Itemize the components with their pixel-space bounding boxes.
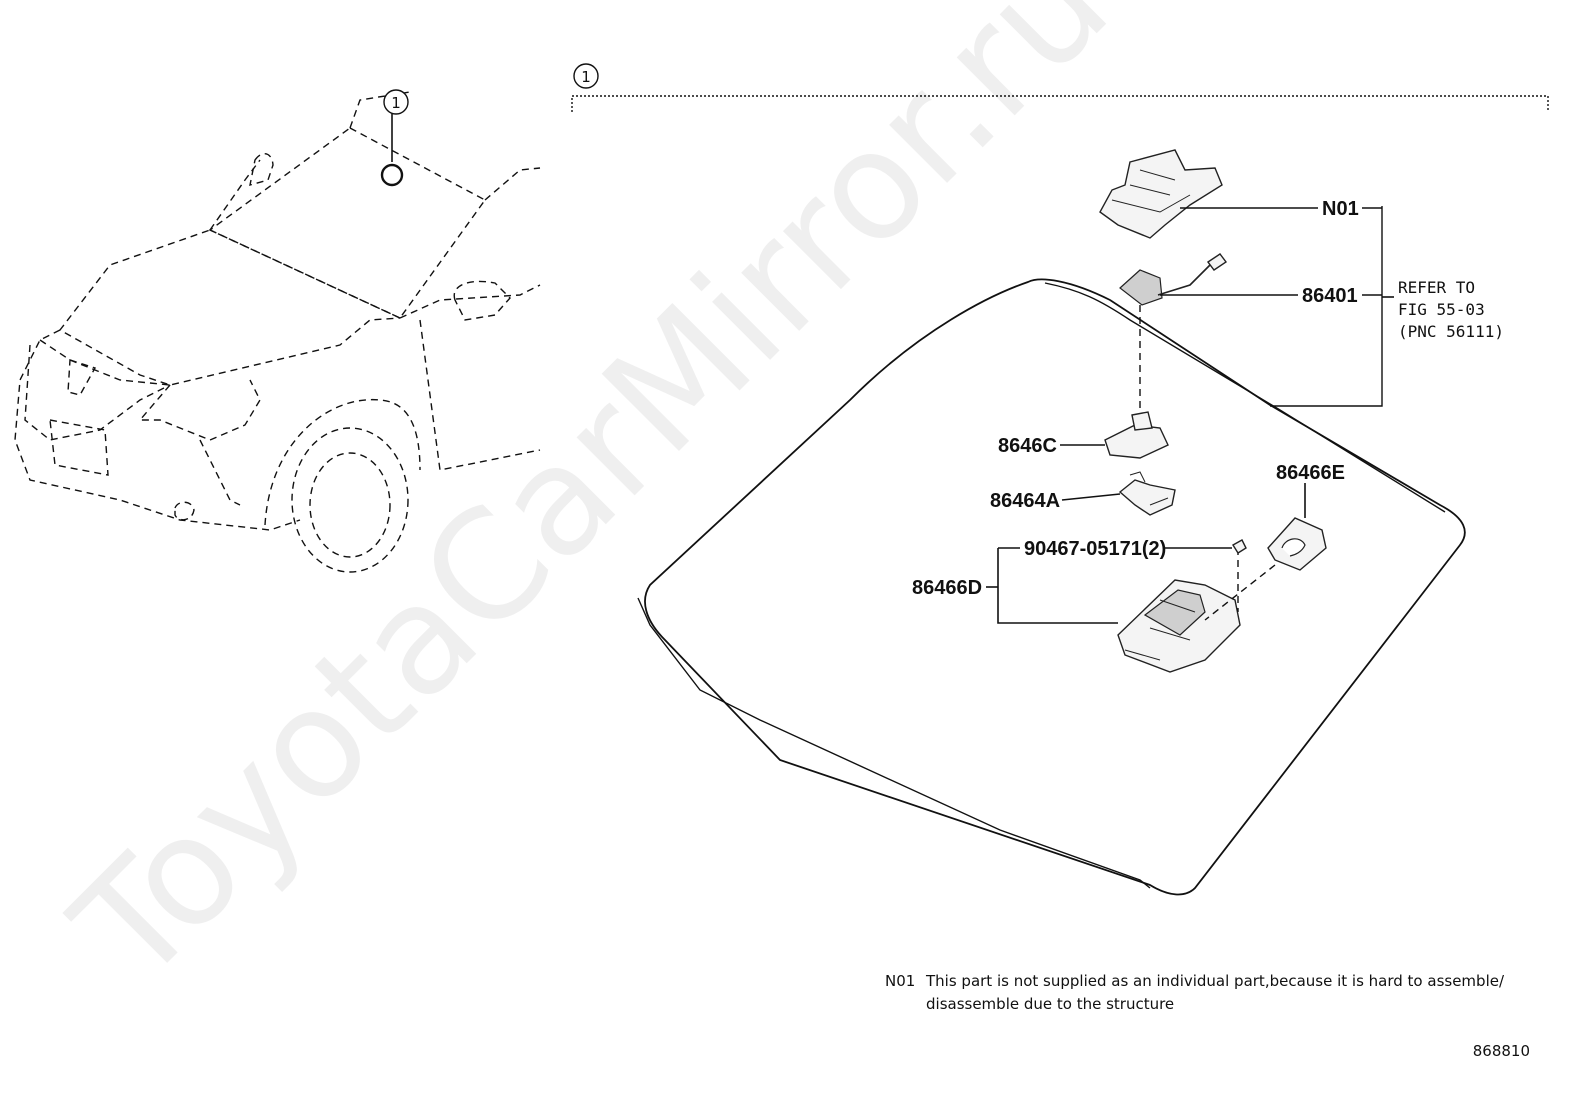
refer-block: REFER TO FIG 55-03 (PNC 56111) — [1382, 278, 1504, 341]
n01-bracket-body — [1099, 149, 1223, 239]
car-fog-light — [174, 501, 195, 521]
footnote: N01 This part is not supplied as an indi… — [885, 972, 1505, 1013]
windshield-glass — [637, 206, 1466, 896]
car-right-mirror — [453, 280, 511, 321]
part-86466e-hook — [1281, 538, 1306, 557]
car-wheel-arch — [264, 398, 421, 526]
car-callout-target — [380, 163, 404, 187]
windshield-outline — [644, 278, 1466, 896]
car-side-panel — [419, 319, 541, 471]
part-8646c: 8646C — [998, 411, 1169, 459]
windshield-top-edge — [1044, 282, 1446, 513]
car-callout-circle — [383, 89, 409, 115]
part-8646c-tab — [1131, 411, 1153, 431]
part-86464a-body — [1118, 479, 1176, 516]
part-86466d-dash — [1204, 548, 1276, 621]
car-emblem — [67, 359, 97, 396]
car-hood — [58, 229, 401, 386]
part-86466d-detail — [1124, 599, 1196, 661]
refer-line3: (PNC 56111) — [1398, 322, 1504, 341]
assembly-bracket-line — [571, 95, 1549, 112]
footnote-code: N01 — [885, 972, 915, 990]
label-86466d: 86466D — [912, 577, 982, 599]
part-86464a-leader — [1061, 493, 1121, 501]
assembly-bracket: 1 — [571, 63, 1549, 112]
label-n01: N01 — [1322, 198, 1359, 220]
assembly-callout-number: 1 — [581, 68, 591, 86]
car-fog-trim — [199, 439, 241, 506]
refer-line1: REFER TO — [1398, 278, 1475, 297]
car-front-fascia — [14, 329, 301, 531]
car-headlight — [138, 379, 261, 441]
car-wheel-inner — [309, 452, 391, 558]
part-86401-connector — [1206, 253, 1228, 271]
car-belt-line — [399, 284, 541, 319]
part-86464a-detail — [1129, 471, 1169, 506]
car-windshield — [208, 127, 487, 319]
refer-line2: FIG 55-03 — [1398, 300, 1485, 319]
part-86466d: 90467-05171(2) 86466D — [912, 538, 1276, 673]
car-callout-number: 1 — [391, 94, 401, 112]
car-sketch: 1 — [14, 89, 541, 573]
part-86466d-grille — [1143, 589, 1206, 636]
car-roof-right — [484, 167, 541, 201]
car-plate — [49, 419, 109, 476]
part-86466e: 86466E — [1267, 462, 1345, 571]
label-86464a: 86464A — [990, 490, 1060, 512]
label-86401: 86401 — [1302, 285, 1358, 307]
assembly-callout-circle — [573, 63, 599, 89]
part-n01-bracket: N01 — [1099, 149, 1382, 239]
car-grille-top — [39, 339, 171, 386]
part-86464a: 86464A — [990, 471, 1176, 516]
label-8646c: 8646C — [998, 435, 1057, 457]
n01-bracket-detail — [1111, 169, 1191, 213]
part-86466d-bracket — [997, 548, 1118, 624]
figure-id: 868810 — [1473, 1042, 1530, 1060]
part-86401: 86401 — [1119, 253, 1382, 307]
part-86401-wire — [1157, 259, 1216, 296]
car-wheel — [291, 427, 409, 573]
car-grille — [24, 344, 171, 441]
label-90467: 90467-05171(2) — [1024, 538, 1166, 560]
car-left-pillar — [209, 159, 261, 231]
part-90467-screw — [1232, 539, 1247, 554]
footnote-line2: disassemble due to the structure — [926, 995, 1174, 1013]
footnote-line1: This part is not supplied as an individu… — [925, 972, 1505, 990]
car-left-mirror — [249, 153, 274, 186]
windshield-molding — [637, 597, 1151, 889]
part-86401-cover — [1119, 269, 1163, 306]
label-86466e: 86466E — [1276, 462, 1345, 484]
refer-bracket — [1270, 206, 1383, 407]
